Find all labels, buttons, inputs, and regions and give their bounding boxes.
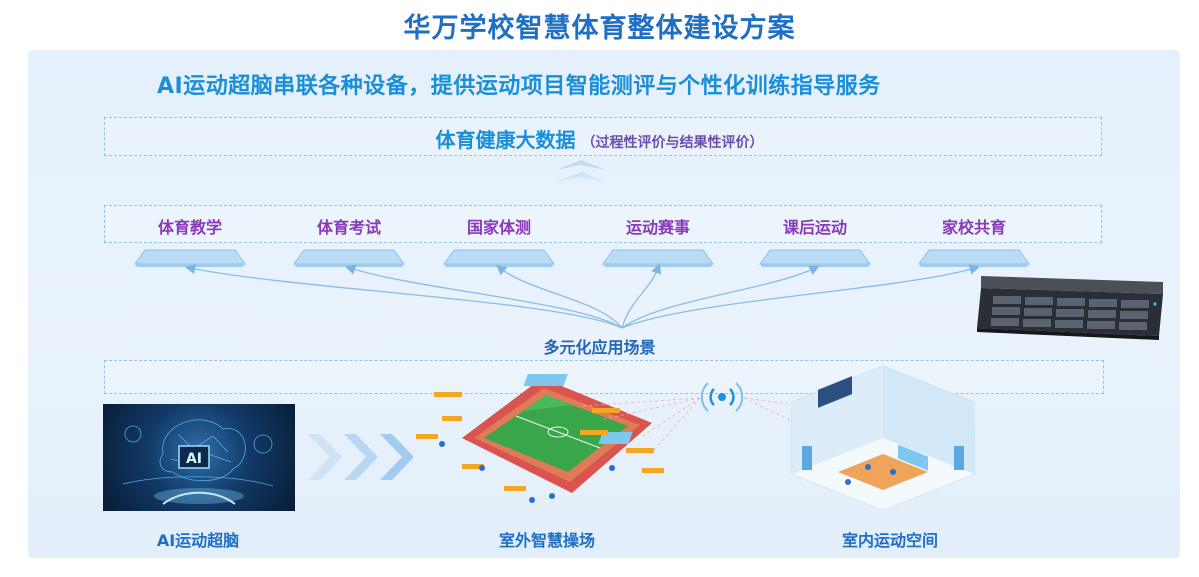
big-data-box (104, 117, 1102, 156)
ai-brain-image: AI (103, 404, 295, 511)
arrow-right-icon (308, 434, 413, 480)
page-title: 华万学校智慧体育整体建设方案 (403, 13, 796, 44)
scenario-after-school: 课后运动 (782, 218, 847, 237)
scenarios-center-label: 多元化应用场景 (543, 338, 656, 357)
wifi-signal-icon (700, 382, 744, 412)
subtitle: AI运动超脑串联各种设备，提供运动项目智能测评与个性化训练指导服务 (157, 74, 881, 99)
platform-icon (918, 249, 1030, 267)
platform-icon (293, 249, 405, 267)
platform-icon (759, 249, 871, 267)
platform-icon (602, 249, 714, 267)
brain-icon: AI (122, 419, 274, 505)
scenario-teaching: 体育教学 (157, 218, 222, 237)
label-indoor-space: 室内运动空间 (841, 531, 938, 550)
ai-chip-text: AI (186, 451, 202, 467)
scenarios-box (104, 205, 1102, 243)
scenario-exam: 体育考试 (316, 218, 381, 237)
big-data-label: 体育健康大数据 （过程性评价与结果性评价） (0, 124, 1199, 153)
outdoor-field-image (416, 374, 664, 503)
big-data-subtitle: （过程性评价与结果性评价） (581, 135, 764, 151)
indoor-room-image (791, 365, 975, 511)
server-image (977, 276, 1163, 340)
scenario-fitness-test: 国家体测 (466, 218, 531, 237)
big-data-title: 体育健康大数据 (435, 128, 576, 152)
label-outdoor-field: 室外智慧操场 (498, 531, 595, 550)
up-chevron-icon (556, 160, 606, 182)
scenario-competition: 运动赛事 (625, 218, 690, 237)
scenario-home-school: 家校共育 (941, 218, 1006, 237)
label-ai-brain: AI运动超脑 (156, 531, 240, 550)
